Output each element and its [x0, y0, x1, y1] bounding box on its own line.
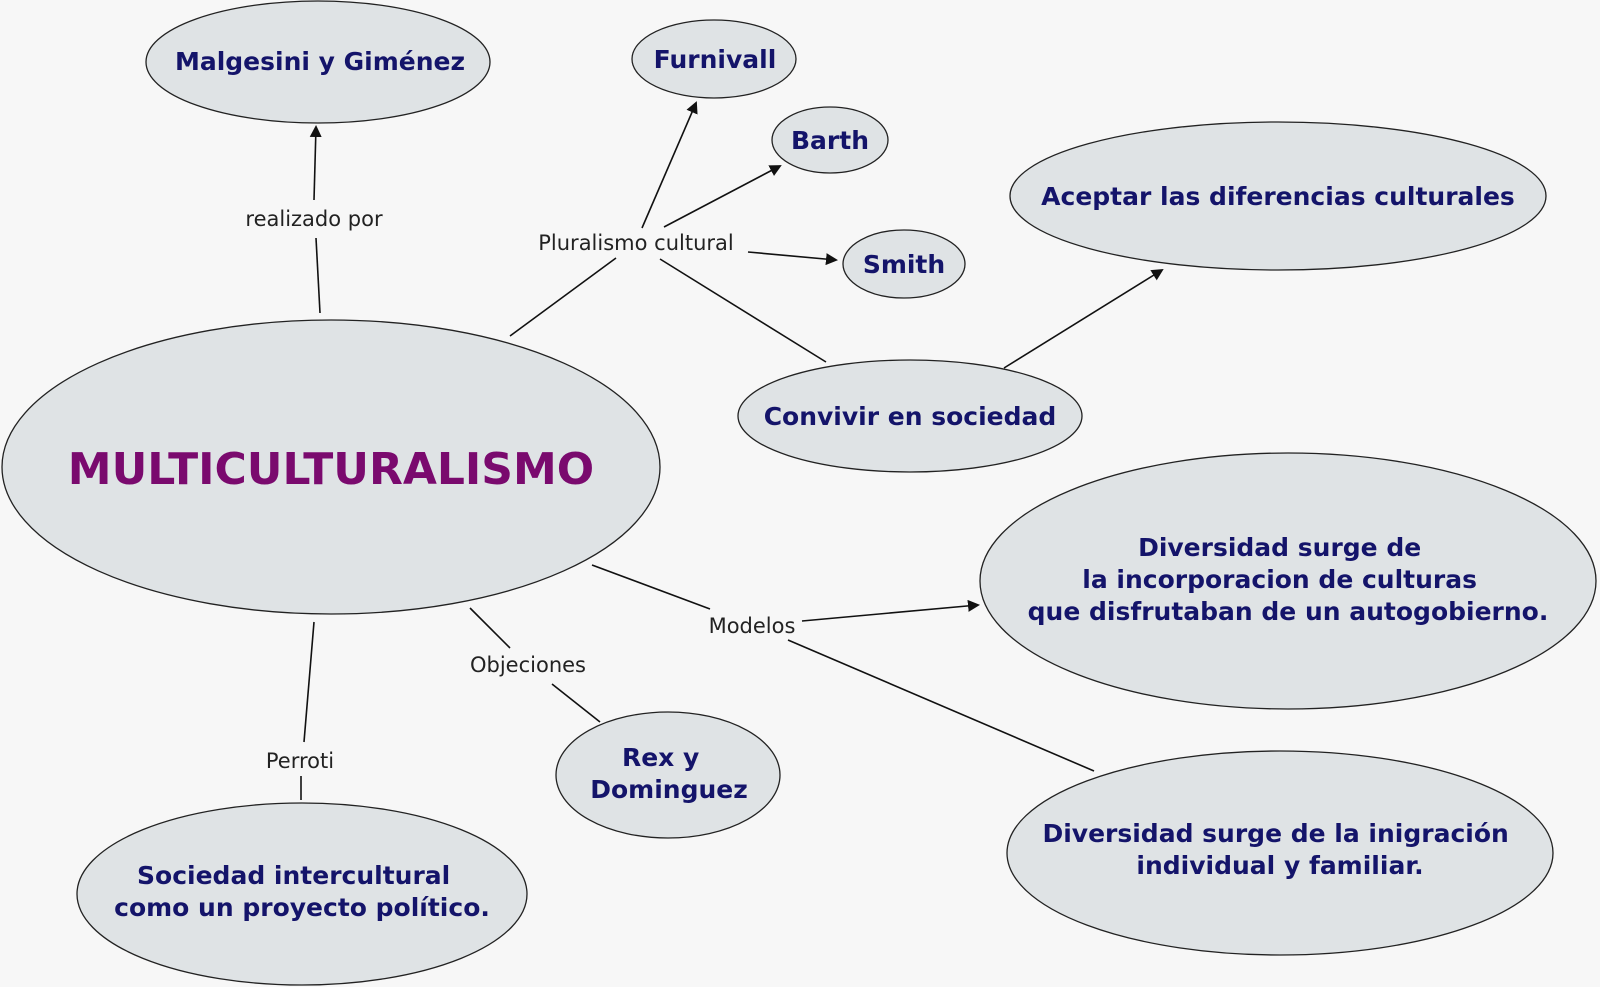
- edge-objeciones-rex: [551, 683, 601, 723]
- node-barth-label: Barth: [791, 126, 869, 155]
- edge-pluralismo-smith: [747, 251, 838, 266]
- node-diversidad-autogobierno-line-2: la incorporacion de culturas: [1082, 565, 1477, 594]
- node-diversidad-inmigracion-line-2: individual y familiar.: [1136, 851, 1423, 880]
- node-diversidad-inmigracion-text: Diversidad surge de la inigración indivi…: [1042, 819, 1517, 880]
- node-aceptar-label: Aceptar las diferencias culturales: [1041, 182, 1515, 211]
- central-concept-label: MULTICULTURALISMO: [68, 444, 594, 495]
- node-sociedad: Sociedad intercultural como un proyecto …: [76, 802, 528, 986]
- node-sociedad-line-2: como un proyecto político.: [114, 893, 490, 922]
- edge-pluralismo-furnivall: [641, 101, 698, 229]
- link-label-pluralismo: Pluralismo cultural: [538, 231, 733, 255]
- node-malgesini: Malgesini y Giménez: [145, 0, 491, 124]
- edge-convivir-aceptar: [1003, 268, 1164, 369]
- node-furnivall: Furnivall: [631, 19, 797, 99]
- node-barth: Barth: [771, 106, 889, 174]
- edges: [300, 101, 1164, 800]
- edge-central-objeciones: [469, 607, 511, 649]
- node-rex: Rex y Dominguez: [555, 711, 781, 839]
- node-malgesini-label: Malgesini y Giménez: [175, 47, 465, 76]
- edge-central-perroti: [303, 621, 315, 743]
- node-diversidad-inmigracion: Diversidad surge de la inigración indivi…: [1006, 750, 1554, 956]
- node-rex-text: Rex y Dominguez: [590, 743, 748, 804]
- link-label-modelos: Modelos: [709, 614, 796, 638]
- node-diversidad-autogobierno: Diversidad surge de la incorporacion de …: [979, 452, 1597, 710]
- node-central: MULTICULTURALISMO: [1, 319, 661, 615]
- node-aceptar: Aceptar las diferencias culturales: [1009, 121, 1547, 271]
- edge-realizado-malgesini: [309, 125, 322, 201]
- link-labels: realizado por Pluralismo cultural Modelo…: [245, 207, 795, 773]
- node-rex-line-2: Dominguez: [590, 775, 748, 804]
- link-label-realizado-por: realizado por: [245, 207, 383, 231]
- edge-modelos-autogobierno: [801, 599, 980, 622]
- node-sociedad-line-1: Sociedad intercultural: [137, 861, 450, 890]
- edge-modelos-inmigracion: [787, 639, 1095, 772]
- node-diversidad-autogobierno-line-1: Diversidad surge de: [1138, 533, 1421, 562]
- link-label-perroti: Perroti: [266, 749, 334, 773]
- edge-pluralismo-barth: [663, 165, 782, 228]
- node-diversidad-inmigracion-line-1: Diversidad surge de la inigración: [1042, 819, 1508, 848]
- node-rex-line-1: Rex y: [622, 743, 699, 772]
- node-convivir-label: Convivir en sociedad: [764, 402, 1057, 431]
- edge-central-modelos: [591, 564, 711, 610]
- node-sociedad-text: Sociedad intercultural como un proyecto …: [114, 861, 490, 922]
- link-label-objeciones: Objeciones: [470, 653, 586, 677]
- node-diversidad-autogobierno-line-3: que disfrutaban de un autogobierno.: [1028, 597, 1549, 626]
- node-convivir: Convivir en sociedad: [737, 359, 1083, 473]
- edge-central-realizado: [315, 237, 321, 314]
- node-furnivall-label: Furnivall: [654, 45, 777, 74]
- node-smith: Smith: [842, 229, 966, 299]
- node-smith-label: Smith: [863, 250, 945, 279]
- node-diversidad-autogobierno-text: Diversidad surge de la incorporacion de …: [1028, 533, 1549, 626]
- edge-pluralismo-convivir: [659, 258, 827, 363]
- edge-central-pluralismo: [509, 257, 617, 337]
